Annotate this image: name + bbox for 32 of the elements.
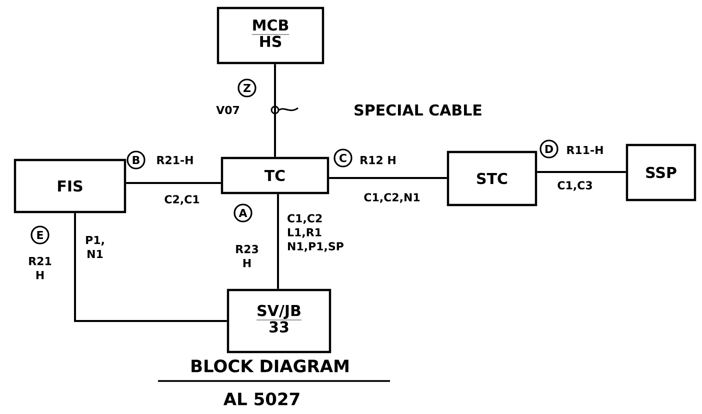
- callout-letter: E: [30, 226, 50, 244]
- cable-label: P1, N1: [86, 236, 104, 258]
- cable-label: R21-H: [157, 156, 193, 164]
- connector-line: [537, 171, 626, 173]
- callout-letter: D: [540, 140, 558, 158]
- cable-label: V07: [216, 106, 240, 114]
- diagram-title: BLOCK DIAGRAM: [192, 360, 348, 372]
- callout-letter: B: [126, 150, 146, 170]
- cable-label: SPECIAL CABLE: [354, 104, 482, 116]
- block-box: STC: [446, 150, 538, 206]
- connector-line: [329, 177, 447, 179]
- cable-label: R11-H: [567, 146, 603, 154]
- block-box: MCB HS: [216, 6, 324, 64]
- callout-letter: A: [234, 204, 252, 222]
- cable-label: C1,C3: [558, 181, 592, 191]
- block-box: SV/JB 33: [226, 288, 332, 354]
- block-box: FIS: [14, 158, 126, 214]
- block-box: TC: [220, 156, 330, 194]
- connector-line: [126, 182, 221, 184]
- connector-line: [277, 194, 279, 289]
- callout-letter: Z: [238, 78, 256, 98]
- cable-label: R21 H: [29, 256, 52, 280]
- cable-label: R23 H: [236, 244, 258, 268]
- connector-line: [274, 64, 276, 157]
- cable-label: C2,C1: [164, 195, 200, 205]
- block-box: SSP: [626, 144, 696, 202]
- cable-label: C1,C2,N1: [364, 193, 420, 203]
- connector-line: [74, 213, 227, 322]
- cable-label: R12 H: [360, 156, 396, 164]
- drawing-number: AL 5027: [223, 392, 300, 406]
- cable-label: C1,C2 L1,R1 N1,P1,SP: [288, 214, 344, 252]
- callout-letter: C: [334, 148, 352, 168]
